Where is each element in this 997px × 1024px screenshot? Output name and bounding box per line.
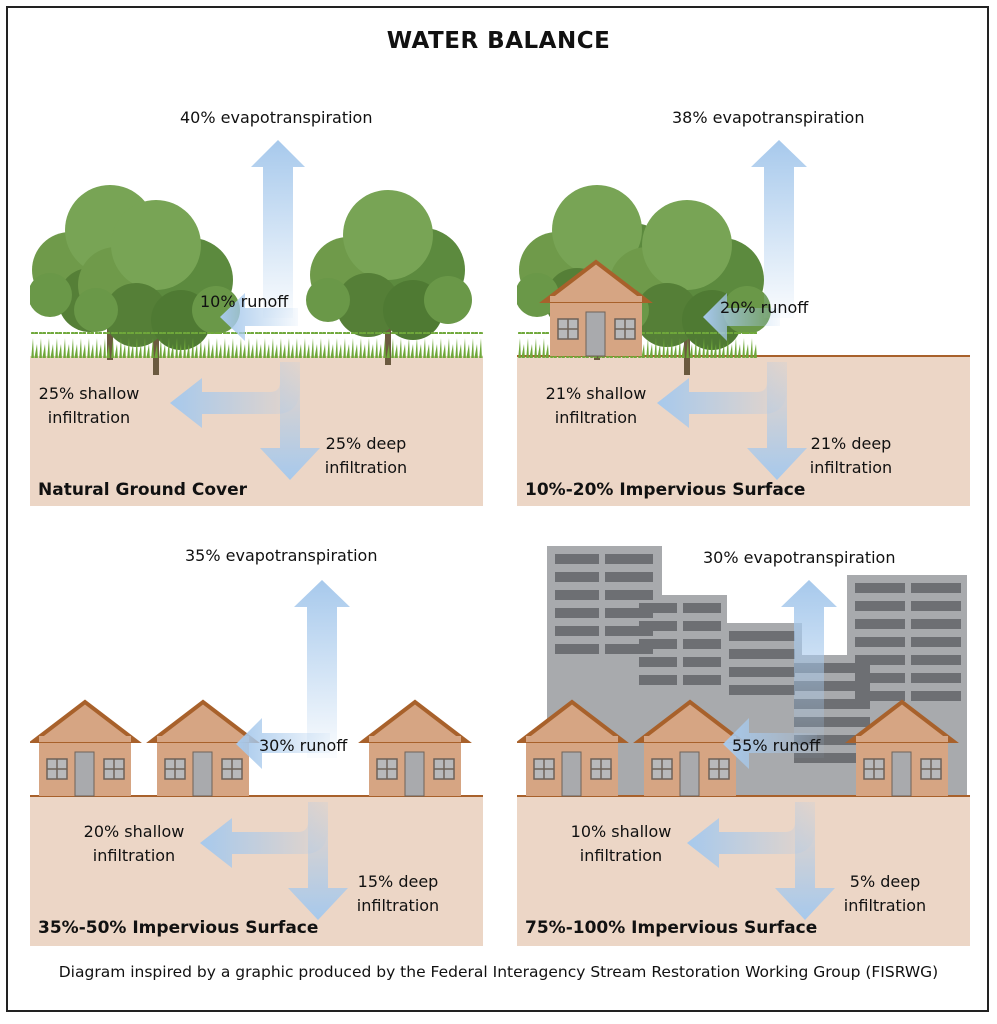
panel-10-20-impervious: 38% evapotranspiration 20% runoff 21% sh… (517, 100, 970, 560)
soil-layer (517, 796, 970, 946)
grass-strip (30, 332, 483, 358)
evapotranspiration-label: 30% evapotranspiration (703, 548, 896, 567)
deep-label-line-1: 25% deep (325, 434, 407, 453)
shallow-label-line-1: 10% shallow (570, 822, 672, 841)
shallow-infiltration-arrow (170, 362, 300, 428)
deep-label-line-1: 15% deep (357, 872, 439, 891)
shallow-label-line-1: 20% shallow (83, 822, 185, 841)
deep-infiltration-label: 21% deep infiltration (801, 432, 901, 480)
deep-label-line-2: infiltration (356, 896, 440, 915)
runoff-label: 10% runoff (200, 292, 289, 311)
soil-layer (517, 356, 970, 506)
panel-title: 35%-50% Impervious Surface (38, 918, 319, 938)
runoff-arrow (220, 293, 298, 341)
deep-label-line-2: infiltration (843, 896, 927, 915)
shallow-label-line-1: 25% shallow (38, 384, 140, 403)
shallow-infiltration-label: 10% shallow infiltration (557, 820, 685, 868)
shallow-label-line-2: infiltration (92, 846, 176, 865)
panel-scene (30, 140, 483, 506)
runoff-label: 20% runoff (720, 298, 809, 317)
runoff-arrow (703, 293, 780, 341)
house-1 (32, 700, 138, 798)
deep-infiltration-label: 25% deep infiltration (316, 432, 416, 480)
panel-title: 10%-20% Impervious Surface (525, 480, 806, 500)
shallow-infiltration-label: 20% shallow infiltration (60, 820, 208, 868)
runoff-arrow (236, 718, 330, 769)
evapotranspiration-label: 38% evapotranspiration (672, 108, 865, 127)
evapotranspiration-arrow (751, 140, 807, 318)
evapotranspiration-label: 40% evapotranspiration (180, 108, 373, 127)
soil-layer (30, 356, 483, 506)
deep-infiltration-label: 15% deep infiltration (348, 870, 448, 918)
shallow-infiltration-arrow (200, 802, 328, 868)
deep-label-line-2: infiltration (324, 458, 408, 477)
house-3 (362, 700, 468, 798)
evapotranspiration-arrow (251, 140, 305, 318)
shallow-infiltration-arrow (687, 802, 815, 868)
deep-infiltration-arrow (288, 802, 348, 920)
shallow-infiltration-label: 25% shallow infiltration (30, 382, 148, 430)
shallow-infiltration-arrow (657, 362, 787, 428)
deep-infiltration-label: 5% deep infiltration (835, 870, 935, 918)
shallow-label-line-1: 21% shallow (545, 384, 647, 403)
deep-infiltration-arrow (260, 362, 320, 480)
shallow-infiltration-label: 21% shallow infiltration (537, 382, 655, 430)
diagram-frame (6, 6, 989, 1012)
panel-title: Natural Ground Cover (38, 480, 247, 500)
soil-layer (30, 796, 483, 946)
building-windows (555, 554, 961, 763)
shallow-label-line-2: infiltration (554, 408, 638, 427)
panel-natural-ground-cover: 40% evapotranspiration 10% runoff 25% sh… (30, 100, 483, 560)
shallow-label-line-2: infiltration (47, 408, 131, 427)
deep-label-line-2: infiltration (809, 458, 893, 477)
runoff-arrow (723, 718, 817, 769)
deep-infiltration-arrow (747, 362, 807, 480)
deep-label-line-1: 21% deep (810, 434, 892, 453)
house-2 (150, 700, 256, 798)
evapotranspiration-label: 35% evapotranspiration (185, 546, 378, 565)
panel-title: 75%-100% Impervious Surface (525, 918, 818, 938)
panel-scene (30, 580, 483, 946)
panel-75-100-impervious: 30% evapotranspiration 55% runoff 10% sh… (517, 540, 970, 1000)
runoff-label: 55% runoff (732, 736, 821, 755)
panel-scene (517, 546, 970, 946)
deep-label-line-1: 5% deep (849, 872, 921, 891)
diagram-title: WATER BALANCE (386, 28, 611, 54)
panel-scene (517, 140, 970, 506)
deep-infiltration-arrow (775, 802, 835, 920)
evapotranspiration-arrow (781, 580, 837, 758)
panel-35-50-impervious: 35% evapotranspiration 30% runoff 20% sh… (30, 540, 483, 1000)
shallow-label-line-2: infiltration (579, 846, 663, 865)
evapotranspiration-arrow (294, 580, 350, 758)
credit-caption: Diagram inspired by a graphic produced b… (58, 963, 939, 981)
runoff-label: 30% runoff (259, 736, 348, 755)
